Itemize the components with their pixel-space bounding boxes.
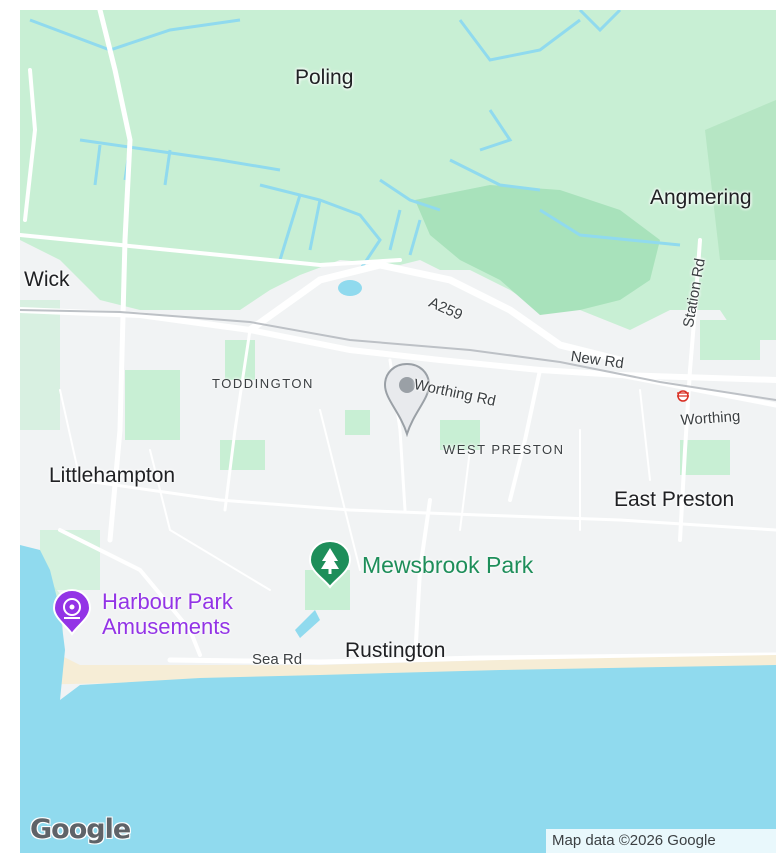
- river-arun: [20, 545, 65, 705]
- location-marker-icon[interactable]: [382, 362, 432, 437]
- poi-label-harbour-park[interactable]: Harbour Park Amusements: [102, 589, 233, 639]
- sea: [20, 665, 776, 853]
- poi-label-harbour-park-line1: Harbour Park: [102, 589, 233, 614]
- park-icon[interactable]: [308, 539, 352, 589]
- district-label-west-preston[interactable]: WEST PRESTON: [443, 442, 565, 457]
- place-label-rustington[interactable]: Rustington: [345, 639, 446, 662]
- place-label-wick[interactable]: Wick: [24, 268, 70, 291]
- poi-label-mewsbrook-park[interactable]: Mewsbrook Park: [362, 552, 534, 578]
- google-logo: Google: [30, 814, 131, 845]
- place-label-east-preston[interactable]: East Preston: [614, 488, 735, 511]
- poi-label-harbour-park-line2: Amusements: [102, 614, 231, 639]
- place-label-poling[interactable]: Poling: [295, 66, 354, 89]
- a259-road: [246, 261, 624, 364]
- district-label-toddington[interactable]: TODDINGTON: [212, 376, 314, 391]
- road-label-sea-rd: Sea Rd: [252, 651, 303, 668]
- place-label-littlehampton[interactable]: Littlehampton: [49, 464, 176, 487]
- amusement-park-icon[interactable]: [52, 588, 92, 636]
- map-base-layer: [20, 10, 776, 853]
- place-label-angmering[interactable]: Angmering: [650, 186, 752, 209]
- map-canvas[interactable]: Poling Angmering Wick Littlehampton East…: [20, 10, 776, 853]
- woodland: [415, 185, 660, 315]
- railway-line: [20, 309, 776, 401]
- map-attribution[interactable]: Map data ©2026 Google: [546, 829, 776, 853]
